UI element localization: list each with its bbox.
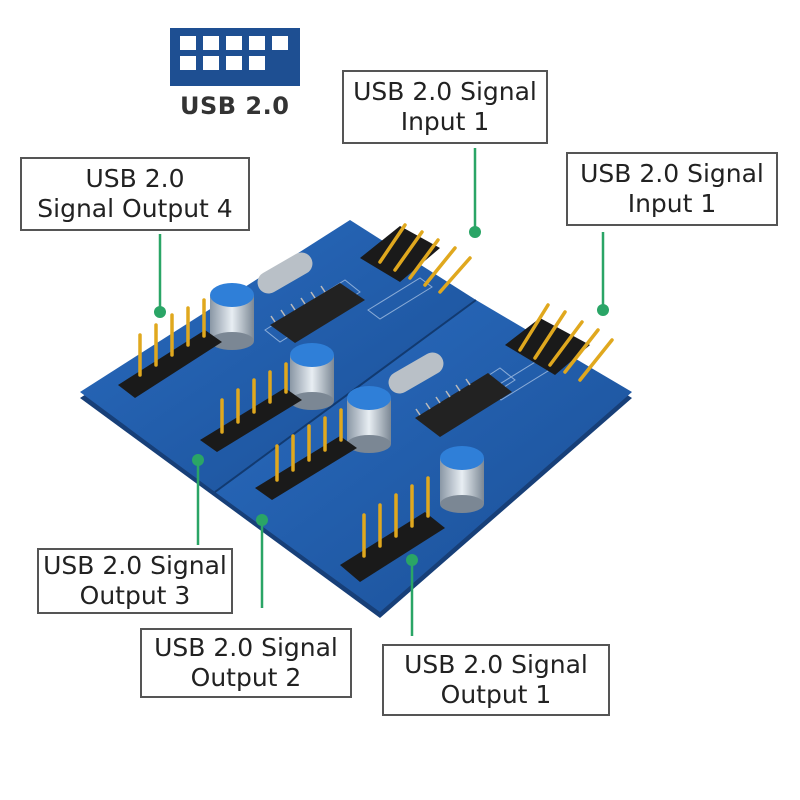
board-left — [80, 220, 476, 492]
label-input-1-left: USB 2.0 Signal Input 1 — [342, 70, 548, 144]
usb-connector-icon — [170, 28, 300, 86]
label-output-2: USB 2.0 Signal Output 2 — [140, 628, 352, 698]
usb-logo: USB 2.0 — [170, 28, 300, 120]
label-line: USB 2.0 — [85, 164, 185, 193]
header-input-1-right — [505, 303, 614, 382]
label-line: USB 2.0 Signal — [353, 77, 537, 106]
label-line: Signal Output 4 — [37, 194, 233, 223]
label-line: Input 1 — [627, 189, 717, 218]
header-output-4 — [118, 298, 222, 398]
label-output-4: USB 2.0 Signal Output 4 — [20, 157, 250, 231]
header-output-3 — [200, 362, 302, 452]
label-line: Output 3 — [79, 581, 191, 610]
label-output-1: USB 2.0 Signal Output 1 — [382, 644, 610, 716]
label-line: USB 2.0 Signal — [154, 633, 338, 662]
label-line: USB 2.0 Signal — [43, 551, 227, 580]
header-input-1-left — [360, 223, 472, 294]
label-line: Output 1 — [440, 680, 552, 709]
label-input-1-right: USB 2.0 Signal Input 1 — [566, 152, 778, 226]
board-right — [215, 300, 632, 612]
header-output-2 — [255, 408, 357, 500]
label-output-3: USB 2.0 Signal Output 3 — [37, 548, 233, 614]
label-line: USB 2.0 Signal — [580, 159, 764, 188]
header-output-1 — [340, 476, 445, 582]
label-line: Input 1 — [400, 107, 490, 136]
label-line: USB 2.0 Signal — [404, 650, 588, 679]
label-line: Output 2 — [190, 663, 302, 692]
usb-logo-text: USB 2.0 — [180, 92, 290, 120]
